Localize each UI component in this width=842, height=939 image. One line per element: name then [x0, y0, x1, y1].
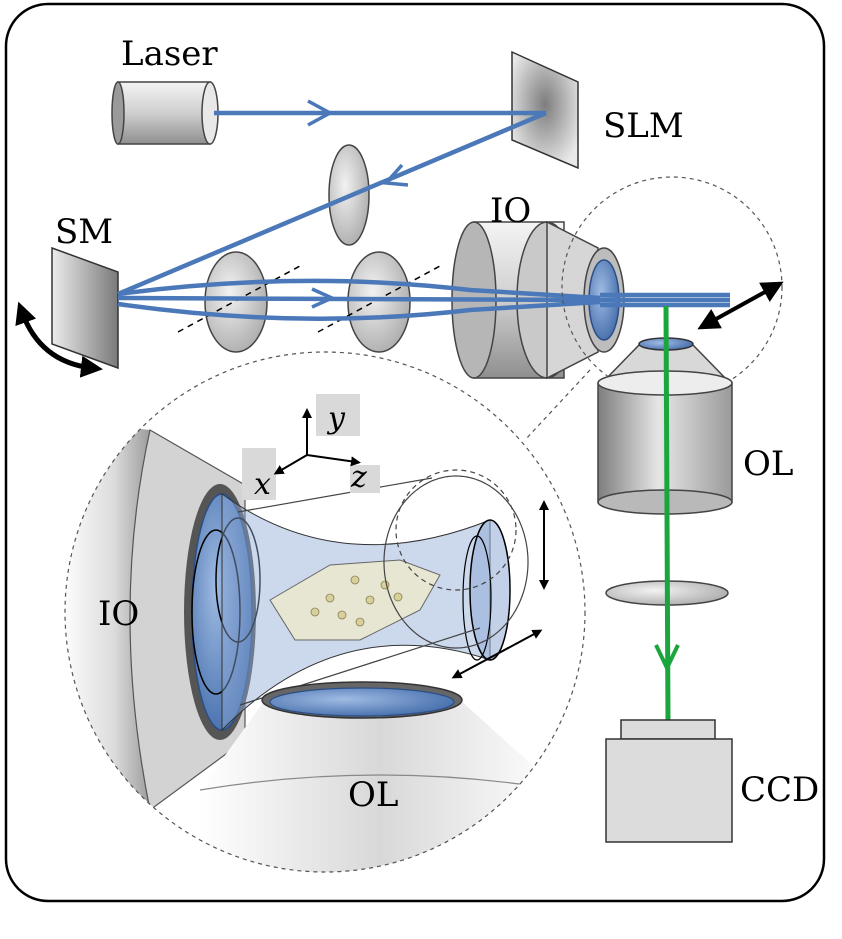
- laser-source: [111, 81, 219, 145]
- ccd-camera: [605, 719, 733, 843]
- inset-ol-label: OL: [348, 775, 398, 815]
- laser-label: Laser: [121, 34, 218, 74]
- ol-label: OL: [743, 444, 793, 484]
- slm-label: SLM: [603, 106, 684, 146]
- coordinate-axes: [242, 394, 380, 500]
- focus-magnifier-circle: [561, 176, 783, 398]
- scan-lens-2: [347, 251, 411, 353]
- inset-io-label: IO: [98, 594, 139, 634]
- inset-zoom: [64, 351, 586, 873]
- axis-y-label: y: [326, 401, 346, 436]
- io-label: IO: [490, 191, 531, 231]
- slm-panel: [511, 50, 579, 170]
- sm-label: SM: [55, 212, 113, 252]
- inset-diagonal-arrow: [451, 629, 543, 679]
- scan-direction-arrow: [697, 281, 784, 330]
- detection-beam: [654, 305, 680, 723]
- ccd-label: CCD: [740, 770, 819, 810]
- inset-boundary: [64, 351, 586, 873]
- outer-frame: [4, 2, 826, 903]
- scanning-mirror: [15, 246, 119, 378]
- sample-sheet: [269, 559, 441, 641]
- laser-beam-path: [117, 99, 730, 321]
- sm-rotation-arrow: [15, 301, 103, 378]
- scan-lens-1: [204, 251, 268, 353]
- axis-x-label: x: [254, 467, 271, 502]
- axis-z-label: z: [350, 460, 367, 495]
- magnifier-connector: [524, 369, 591, 441]
